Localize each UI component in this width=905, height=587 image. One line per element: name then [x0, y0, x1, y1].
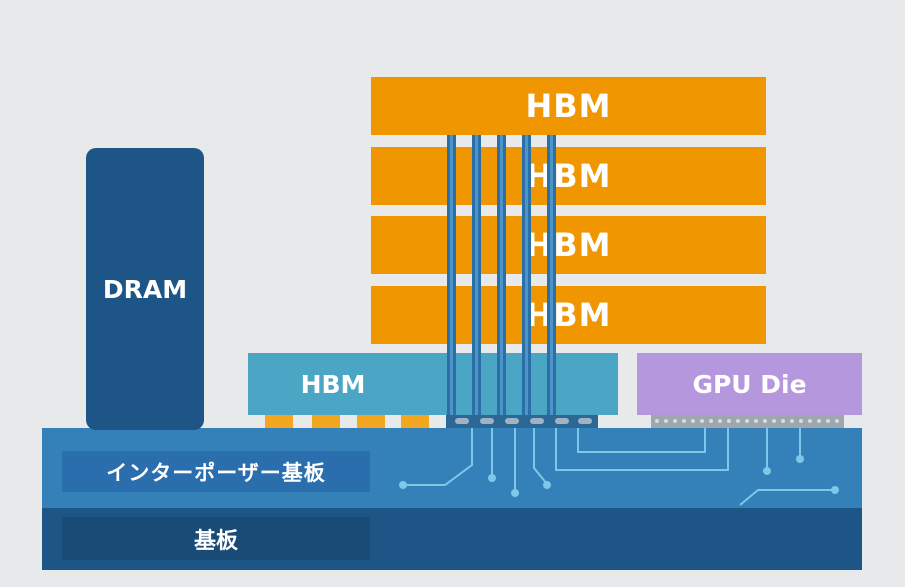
hbm-layer-label: HBM: [525, 157, 612, 195]
hbm-bump-pads: [455, 418, 592, 424]
gpu-die: GPU Die: [637, 353, 862, 415]
dram-module: DRAM: [86, 148, 204, 430]
substrate-label: 基板: [62, 517, 370, 560]
hbm-layer-4: HBM: [371, 286, 766, 344]
gpu-die-label: GPU Die: [692, 369, 807, 399]
hbm-layer-label: HBM: [525, 87, 612, 125]
hbm-layer-3: HBM: [371, 216, 766, 274]
interposer-traces: [403, 428, 835, 506]
hbm-layer-2: HBM: [371, 147, 766, 205]
gpu-bump-dots: [655, 419, 839, 423]
hbm-base-label: HBM: [300, 369, 366, 399]
hbm-layer-1: HBM: [371, 77, 766, 135]
hbm-layer-label: HBM: [525, 296, 612, 334]
dram-label: DRAM: [102, 274, 188, 304]
hbm-base-die: HBM: [248, 353, 618, 415]
hbm-layer-label: HBM: [525, 226, 612, 264]
trace-endpoints: [399, 455, 839, 497]
hbm-base-connector-pads: [265, 415, 429, 428]
interposer-label: インターポーザー基板: [62, 451, 370, 492]
